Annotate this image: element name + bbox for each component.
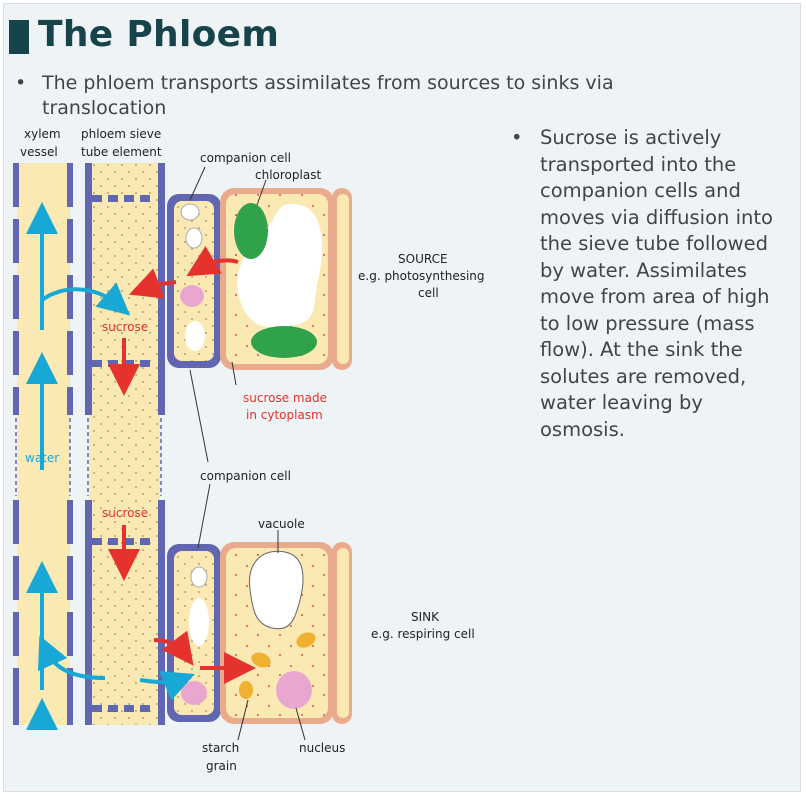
label-sucrose-made: sucrose made <box>243 391 327 405</box>
label-source: SOURCE <box>398 252 448 266</box>
label-sink-example: e.g. respiring cell <box>371 627 475 641</box>
leader-lines <box>189 166 306 741</box>
companion-cell-bottom <box>167 544 221 722</box>
label-phloem-sieve: phloem sieve <box>81 127 161 141</box>
label-xylem: xylem <box>24 127 61 141</box>
label-vacuole: vacuole <box>258 517 305 531</box>
source-cell <box>220 188 352 370</box>
bullet-icon: • <box>511 126 523 149</box>
label-source-example: e.g. photosynthesing <box>358 269 485 283</box>
explanation-bullet-point: • Sucrose is actively transported into t… <box>511 125 776 443</box>
title-accent-bar <box>9 20 29 54</box>
label-companion-cell-bottom: companion cell <box>200 469 291 483</box>
label-in-cytoplasm: in cytoplasm <box>246 408 323 422</box>
bullet-icon: • <box>15 72 27 94</box>
label-sink: SINK <box>411 610 440 624</box>
label-vessel: vessel <box>20 145 58 159</box>
phloem-sieve-tube <box>85 163 165 725</box>
intro-text: The phloem transports assimilates from s… <box>42 72 614 119</box>
label-tube-element: tube element <box>81 145 162 159</box>
label-source-cell: cell <box>418 286 439 300</box>
label-grain: grain <box>206 759 237 773</box>
water-arrows <box>26 202 195 730</box>
sucrose-arrows <box>108 246 256 684</box>
companion-cell-top <box>167 194 221 368</box>
label-sucrose-top: sucrose <box>102 320 148 334</box>
label-water: water <box>25 451 59 465</box>
sink-cell <box>220 542 352 724</box>
label-companion-cell-top: companion cell <box>200 151 291 165</box>
page-title: The Phloem <box>38 14 280 55</box>
label-sucrose-mid: sucrose <box>102 506 148 520</box>
label-chloroplast: chloroplast <box>255 168 321 182</box>
explanation-text: Sucrose is actively transported into the… <box>540 126 773 441</box>
intro-bullet-point: • The phloem transports assimilates from… <box>15 71 715 121</box>
label-nucleus: nucleus <box>299 741 345 755</box>
label-starch: starch <box>202 741 239 755</box>
